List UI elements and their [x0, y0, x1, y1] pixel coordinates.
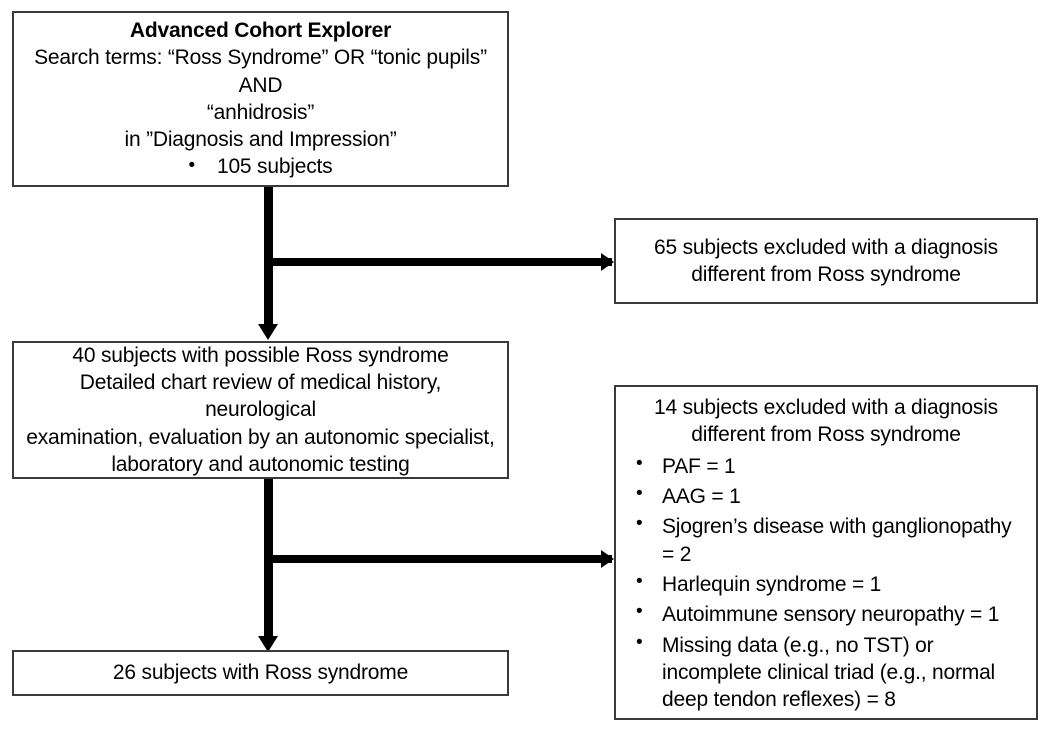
node-source-line-3: in ”Diagnosis and Impression”	[124, 128, 397, 152]
arrowhead-right-to-excluded-1	[601, 253, 614, 271]
node-excluded-2-line-1: 14 subjects excluded with a diagnosis	[654, 396, 998, 419]
node-excluded-2-line-2: different from Ross syndrome	[691, 422, 961, 446]
node-excluded-2-heading: 14 subjects excluded with a diagnosis di…	[624, 395, 1028, 449]
node-excluded-1-line-1: 65 subjects excluded with a diagnosis	[654, 235, 998, 259]
connector-source-to-review	[264, 187, 273, 326]
list-item: Sjogren’s disease with ganglionopathy = …	[624, 512, 1028, 568]
node-source-bullet-row: 105 subjects	[20, 153, 501, 181]
node-excluded-14-subjects: 14 subjects excluded with a diagnosis di…	[614, 385, 1038, 720]
list-item: Harlequin syndrome = 1	[624, 570, 1028, 598]
list-item: Missing data (e.g., no TST) or incomplet…	[624, 631, 1028, 714]
list-item: PAF = 1	[624, 452, 1028, 480]
node-detailed-chart-review: 40 subjects with possible Ross syndrome …	[12, 341, 509, 479]
node-excluded-2-bullet-list: PAF = 1 AAG = 1 Sjogren’s disease with g…	[624, 452, 1028, 717]
node-source-bullet-1: 105 subjects	[189, 153, 333, 181]
node-final-cohort: 26 subjects with Ross syndrome	[12, 650, 509, 696]
node-advanced-cohort-explorer: Advanced Cohort Explorer Search terms: “…	[12, 11, 509, 187]
node-source-line-1: Search terms: “Ross Syndrome” OR “tonic …	[34, 46, 487, 97]
node-excluded-65-subjects: 65 subjects excluded with a diagnosis di…	[614, 218, 1038, 304]
node-source-title: Advanced Cohort Explorer	[129, 18, 392, 42]
node-review-line-2: Detailed chart review of medical history…	[79, 371, 442, 422]
node-final-line-1: 26 subjects with Ross syndrome	[112, 661, 409, 685]
arrowhead-right-to-excluded-2	[601, 550, 614, 568]
list-item: Autoimmune sensory neuropathy = 1	[624, 600, 1028, 628]
connector-branch-to-excluded-2	[264, 555, 612, 563]
node-review-line-1: 40 subjects with possible Ross syndrome	[72, 343, 449, 367]
connector-branch-to-excluded-1	[264, 258, 612, 266]
node-source-line-2: “anhidrosis”	[206, 100, 315, 124]
list-item: AAG = 1	[624, 482, 1028, 510]
node-excluded-1-line-2: different from Ross syndrome	[691, 263, 961, 286]
arrowhead-down-to-final	[258, 636, 278, 652]
node-review-line-4: laboratory and autonomic testing	[111, 452, 410, 476]
arrowhead-down-to-review	[258, 324, 278, 340]
node-review-line-3: examination, evaluation by an autonomic …	[26, 425, 495, 449]
